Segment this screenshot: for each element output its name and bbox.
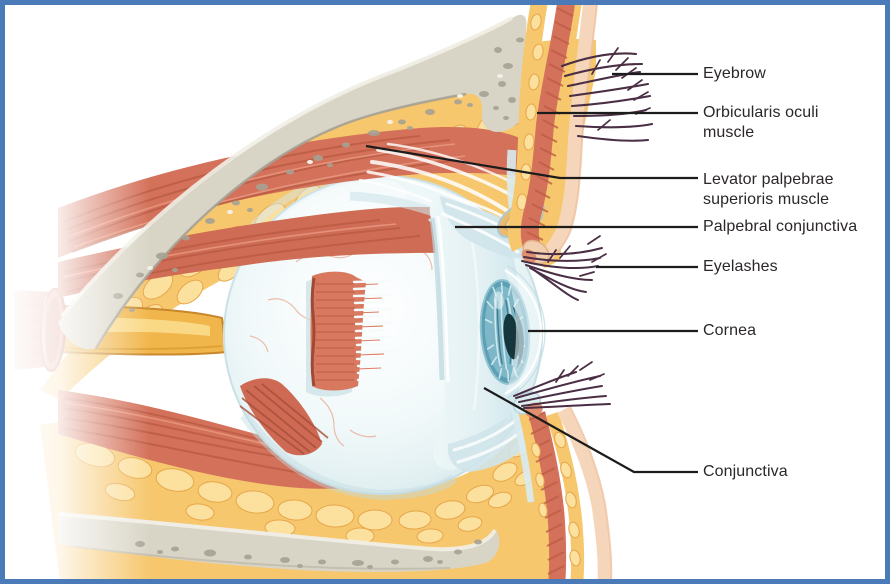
leader-lines [365, 72, 698, 474]
lower-eyelid [510, 391, 613, 581]
eyebrow-hairs [560, 47, 654, 142]
lower-eyelashes [513, 361, 611, 409]
label-palpebral-conjunctiva: Palpebral conjunctiva [703, 218, 858, 235]
leader-line-conjunctiva [483, 387, 698, 474]
bone-texture [113, 37, 524, 312]
label-eyelashes: Eyelashes [703, 258, 778, 275]
orbicularis-oculi-band-upper [520, 2, 575, 255]
label-cornea: Cornea [703, 322, 757, 339]
label-conjunctiva: Conjunctiva [703, 463, 788, 480]
edge-fade [0, 0, 150, 584]
inferior-rectus-insertion [239, 378, 329, 456]
leader-line-levator [365, 144, 698, 180]
upper-eyelid [496, 2, 598, 265]
upper-eyelashes [521, 235, 607, 301]
label-levator-palpebrae: Levator palpebrae superioris muscle [703, 171, 834, 208]
bone-texture [135, 539, 482, 569]
label-eyebrow: Eyebrow [703, 65, 766, 82]
label-orbicularis-oculi: Orbicularis oculi muscle [703, 104, 819, 141]
rectus-insertion-brush [306, 271, 396, 397]
